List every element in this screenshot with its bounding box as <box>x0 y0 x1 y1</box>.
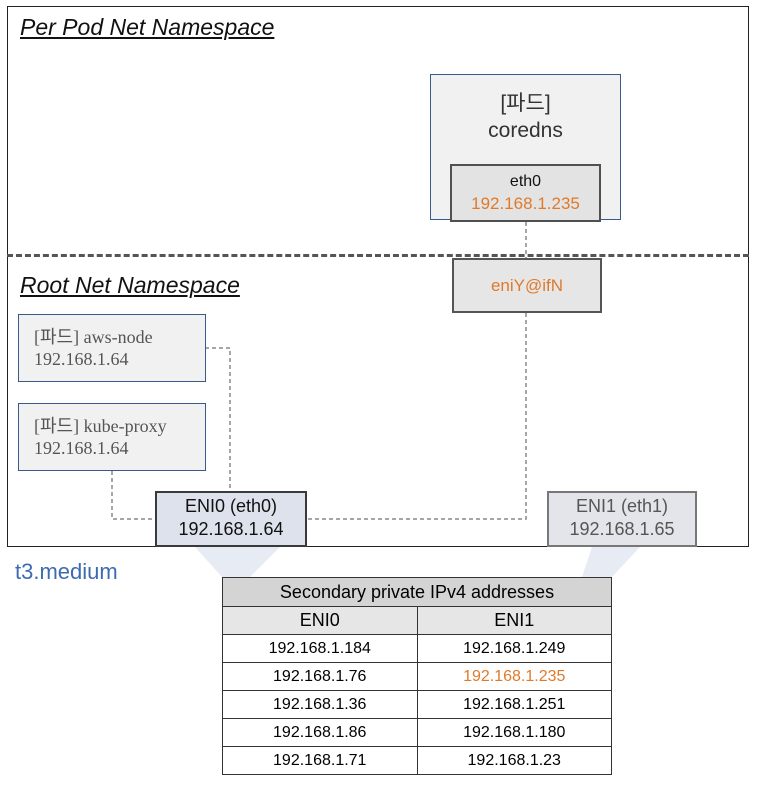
aws-node-eni0-link <box>205 347 231 491</box>
eni0-interface: ENI0 (eth0) 192.168.1.64 <box>155 491 307 547</box>
veth-interface: eniY@ifN <box>452 258 602 313</box>
eth0-name: eth0 <box>509 173 542 190</box>
namespace-divider <box>7 254 749 257</box>
aws-node-ip: 192.168.1.64 <box>34 349 129 369</box>
node-frame <box>7 6 749 547</box>
ip-cell: 192.168.1.86 <box>222 718 418 747</box>
ip-cell: 192.168.1.71 <box>222 746 418 775</box>
aws-node-label: [파드] aws-node <box>34 327 153 347</box>
eni1-label: ENI1 (eth1) <box>575 496 669 516</box>
ip-cell: 192.168.1.180 <box>416 718 612 747</box>
per-pod-namespace-title: Per Pod Net Namespace <box>20 14 275 40</box>
secondary-ip-table: Secondary private IPv4 addresses ENI0 EN… <box>222 577 612 775</box>
eth0-ip: 192.168.1.235 <box>471 194 580 213</box>
column-header-eni0: ENI0 <box>222 606 418 635</box>
coredns-pod-title: [파드] coredns <box>430 90 621 144</box>
kube-proxy-pod: [파드] kube-proxy 192.168.1.64 <box>18 403 206 471</box>
eni1-interface: ENI1 (eth1) 192.168.1.65 <box>547 491 697 547</box>
eni0-ip: 192.168.1.64 <box>178 519 284 539</box>
kube-proxy-eni0-link <box>111 471 155 520</box>
kube-proxy-label: [파드] kube-proxy <box>34 416 167 436</box>
table-caption: Secondary private IPv4 addresses <box>222 577 612 607</box>
veth-eni0-link <box>307 313 527 520</box>
column-header-eni1: ENI1 <box>416 606 612 635</box>
pod-name: coredns <box>488 119 563 142</box>
eni0-expansion <box>195 547 280 577</box>
instance-type-label: t3.medium <box>15 559 118 584</box>
ip-cell: 192.168.1.251 <box>416 690 612 719</box>
ip-cell: 192.168.1.184 <box>222 634 418 663</box>
ip-cell: 192.168.1.249 <box>416 634 612 663</box>
eni1-ip: 192.168.1.65 <box>569 519 675 539</box>
pod-eth0-interface: eth0 192.168.1.235 <box>450 164 601 222</box>
ip-cell: 192.168.1.23 <box>416 746 612 775</box>
ip-cell: 192.168.1.76 <box>222 662 418 691</box>
ip-cell: 192.168.1.36 <box>222 690 418 719</box>
eni1-expansion <box>582 547 640 577</box>
pod-tag: [파드] <box>500 92 551 115</box>
eni0-label: ENI0 (eth0) <box>184 496 278 516</box>
root-namespace-title: Root Net Namespace <box>20 272 240 298</box>
ip-cell: 192.168.1.235 <box>416 662 612 691</box>
aws-node-pod: [파드] aws-node 192.168.1.64 <box>18 314 206 382</box>
kube-proxy-ip: 192.168.1.64 <box>34 438 129 458</box>
